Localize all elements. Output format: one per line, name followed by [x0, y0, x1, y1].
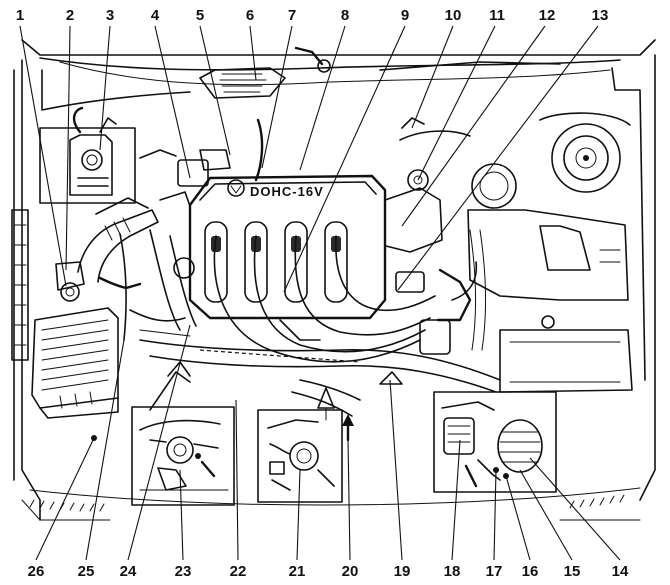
- washer-reservoir: [499, 315, 633, 393]
- cowl-panel: [199, 46, 561, 99]
- air-filter-box: [31, 307, 119, 419]
- engine-label: DOHC-16V: [250, 184, 324, 199]
- callout-24: 24: [120, 563, 137, 580]
- leader-lines: [19, 25, 621, 561]
- body-outline: [13, 39, 656, 521]
- exhaust-and-pipes: [139, 229, 501, 417]
- pointer-arrows: [149, 361, 403, 442]
- callout-13: 13: [592, 7, 609, 24]
- coolant-reservoir: [467, 209, 629, 301]
- callout-11: 11: [489, 7, 505, 24]
- callout-16: 16: [522, 563, 539, 580]
- callout-5: 5: [196, 7, 204, 24]
- callout-labels-top: 1 2 3 4 5 6 7 8 9 10 11 12 13: [16, 7, 609, 24]
- callout-26: 26: [28, 563, 45, 580]
- callout-18: 18: [444, 563, 461, 580]
- callout-20: 20: [342, 563, 359, 580]
- callout-2: 2: [66, 7, 74, 24]
- cylinder-head-cover: [188, 174, 436, 363]
- intake-hose: [55, 197, 159, 341]
- callout-1: 1: [16, 7, 24, 24]
- callout-8: 8: [341, 7, 349, 24]
- callout-12: 12: [539, 7, 556, 24]
- callout-21: 21: [289, 563, 306, 580]
- inset-detail-21: [257, 409, 343, 503]
- callout-7: 7: [288, 7, 296, 24]
- intake-manifold: [129, 118, 264, 337]
- callout-17: 17: [486, 563, 503, 580]
- radiator: [11, 209, 29, 361]
- spark-plug-wells: [204, 221, 348, 303]
- callout-6: 6: [246, 7, 254, 24]
- right-engine-components: [384, 117, 517, 355]
- callout-15: 15: [564, 563, 581, 580]
- callout-3: 3: [106, 7, 114, 24]
- inset-detail-23: [131, 406, 235, 506]
- callout-labels-bottom: 14 15 16 17 18 19 20 21 22 23 24 25 26: [28, 563, 629, 580]
- inset-detail-14-18: [433, 391, 557, 493]
- callout-22: 22: [230, 563, 247, 580]
- callout-10: 10: [445, 7, 462, 24]
- callout-25: 25: [78, 563, 95, 580]
- strut-tower: [539, 112, 631, 193]
- battery-area: [39, 106, 136, 204]
- callout-9: 9: [401, 7, 409, 24]
- callout-4: 4: [151, 7, 160, 24]
- callout-19: 19: [394, 563, 411, 580]
- callout-23: 23: [175, 563, 192, 580]
- callout-14: 14: [612, 563, 629, 580]
